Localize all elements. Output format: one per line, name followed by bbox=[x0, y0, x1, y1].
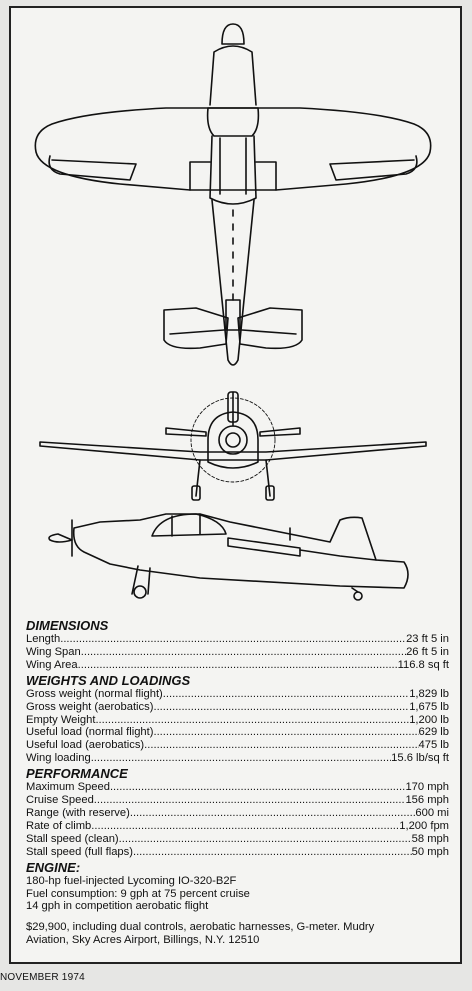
spec-row: Length23 ft 5 in bbox=[26, 633, 449, 646]
section-title-performance: PERFORMANCE bbox=[26, 766, 128, 782]
spec-row: Stall speed (clean)58 mph bbox=[26, 833, 449, 846]
spec-row: Wing Span26 ft 5 in bbox=[26, 646, 449, 659]
spec-row: Gross weight (normal flight)1,829 lb bbox=[26, 688, 449, 701]
engine-line: 180-hp fuel-injected Lycoming IO-320-B2F bbox=[26, 874, 237, 887]
section-title-dimensions: DIMENSIONS bbox=[26, 618, 109, 633]
spec-row: Wing loading15.6 lb/sq ft bbox=[26, 752, 449, 765]
aircraft-three-view-drawing bbox=[34, 23, 432, 601]
front-view bbox=[39, 391, 427, 501]
spec-row: Range (with reserve)600 mi bbox=[26, 807, 449, 820]
spec-row: Cruise Speed156 mph bbox=[26, 794, 449, 807]
spec-row: Wing Area116.8 sq ft bbox=[26, 659, 449, 672]
section-title-weights: WEIGHTS AND LOADINGS bbox=[26, 672, 191, 688]
spec-row: Rate of climb1,200 fpm bbox=[26, 820, 449, 833]
issue-date-footer: NOVEMBER 1974 bbox=[0, 972, 85, 983]
engine-line: 14 gph in competition aerobatic flight bbox=[26, 900, 209, 913]
price-line-1: $29,900, including dual controls, aeroba… bbox=[26, 921, 375, 934]
section-title-engine: ENGINE: bbox=[26, 859, 81, 875]
spec-row: Useful load (aerobatics)475 lb bbox=[26, 739, 449, 752]
spec-row: Useful load (normal flight)629 lb bbox=[26, 726, 449, 739]
side-view bbox=[48, 513, 409, 601]
spec-row: Gross weight (aerobatics)1,675 lb bbox=[26, 701, 449, 714]
price-paragraph: $29,900, including dual controls, aeroba… bbox=[26, 921, 449, 947]
spec-row: Maximum Speed170 mph bbox=[26, 781, 449, 794]
spec-row: Empty Weight1,200 lb bbox=[26, 714, 449, 727]
specifications-table: DIMENSIONS Length23 ft 5 in Wing Span26 … bbox=[26, 617, 449, 947]
spec-row: Stall speed (full flaps)50 mph bbox=[26, 846, 449, 859]
top-view bbox=[34, 23, 432, 366]
engine-line: Fuel consumption: 9 gph at 75 percent cr… bbox=[26, 887, 250, 900]
price-line-2: Aviation, Sky Acres Airport, Billings, N… bbox=[26, 934, 260, 947]
